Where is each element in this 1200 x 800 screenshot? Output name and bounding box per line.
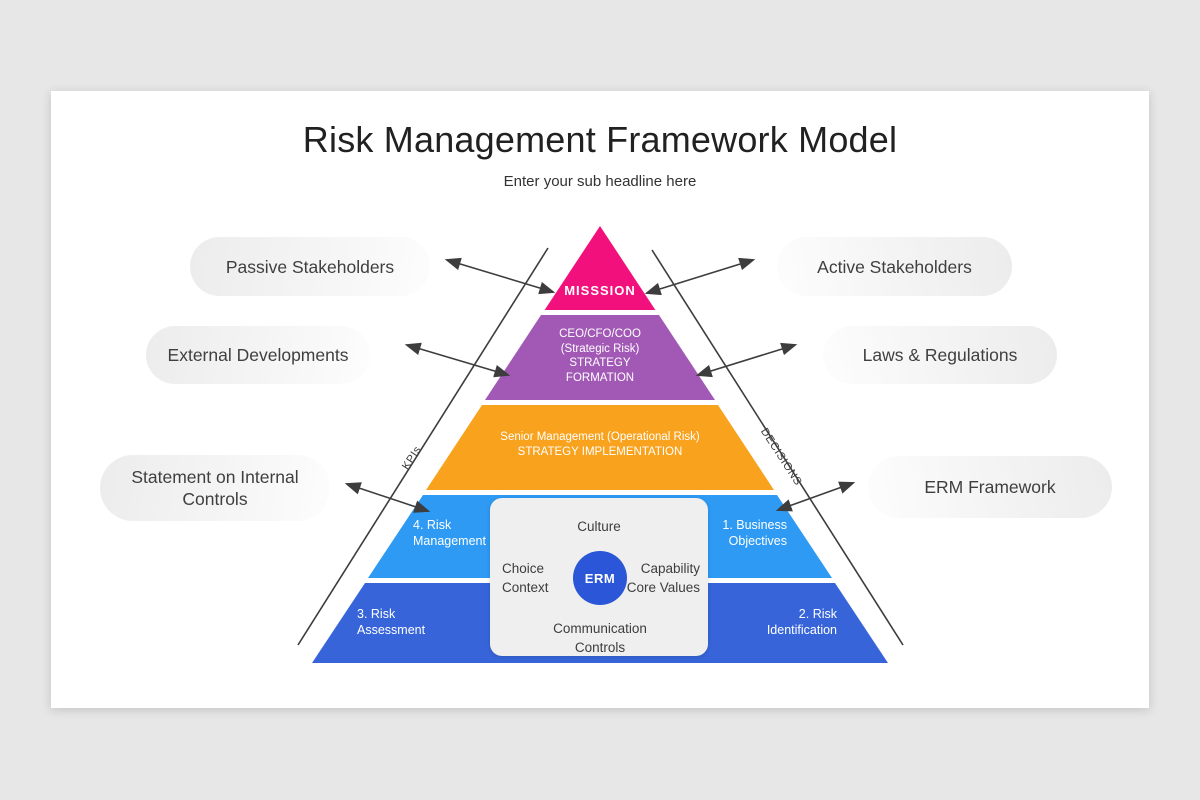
pyramid-label-risk-identification: 2. Risk Identification	[707, 607, 837, 638]
core-capability-line: Capability	[640, 561, 700, 576]
callout-active-stakeholders-label: Active Stakeholders	[817, 256, 972, 277]
strategy-formation-line1: CEO/CFO/COO	[559, 328, 641, 340]
core-choice-line: Choice	[502, 561, 545, 576]
arrow-external-developments	[404, 342, 511, 378]
core-controls-line: Controls	[574, 640, 626, 655]
risk-identification-line1: 2. Risk	[798, 607, 837, 621]
callout-passive-stakeholders-label: Passive Stakeholders	[225, 256, 395, 277]
core-communication-controls-label: Communication Controls	[530, 619, 670, 657]
statement-line2: Controls	[182, 489, 248, 509]
callout-active-stakeholders: Active Stakeholders	[777, 237, 1012, 296]
pyramid-level-strategy-formation-shape	[485, 315, 715, 400]
pyramid-label-strategy-formation: CEO/CFO/COO (Strategic Risk) STRATEGY FO…	[510, 327, 690, 385]
pyramid-label-risk-management: 4. Risk Management	[413, 518, 486, 549]
core-capability-values-label: Capability Core Values	[600, 559, 700, 597]
core-culture-label: Culture	[577, 519, 621, 534]
arrow-statement-internal-controls	[344, 482, 431, 513]
core-choice-context-label: Choice Context	[502, 559, 549, 597]
risk-management-line1: 4. Risk	[413, 518, 452, 532]
statement-line1: Statement on Internal	[131, 467, 299, 487]
kpis-axis-line	[297, 247, 549, 646]
business-objectives-line2: Objectives	[728, 533, 787, 548]
callout-passive-stakeholders: Passive Stakeholders	[190, 237, 430, 296]
strategy-implementation-line1: Senior Management (Operational Risk)	[500, 431, 700, 443]
erm-circle: ERM	[573, 551, 627, 605]
callout-external-developments-label: External Developments	[167, 345, 349, 365]
arrow-laws-regulations	[695, 342, 798, 378]
core-values-line: Core Values	[626, 580, 700, 595]
callout-external-developments: External Developments	[146, 326, 370, 384]
core-communication-line: Communication	[553, 621, 647, 636]
pyramid-label-risk-assessment: 3. Risk Assessment	[357, 607, 425, 638]
arrow-active-stakeholders	[644, 257, 756, 296]
arrow-passive-stakeholders	[444, 257, 556, 295]
pyramid-label-strategy-implementation: Senior Management (Operational Risk) STR…	[440, 430, 760, 459]
callout-statement-internal-controls-label: Statement on Internal Controls	[131, 466, 298, 510]
business-objectives-line1: 1. Business	[722, 518, 787, 532]
risk-management-line2: Management	[413, 533, 486, 548]
strategy-implementation-line2: STRATEGY IMPLEMENTATION	[517, 445, 683, 458]
callout-laws-regulations-label: Laws & Regulations	[862, 345, 1018, 365]
pyramid-level-mission-shape	[544, 226, 656, 310]
risk-assessment-line2: Assessment	[357, 622, 426, 637]
risk-assessment-line1: 3. Risk	[357, 607, 396, 621]
pyramid-level-strategy-implementation-shape	[426, 405, 774, 490]
page-subtitle: Enter your sub headline here	[503, 173, 697, 190]
page-title: Risk Management Framework Model	[302, 119, 898, 160]
callout-statement-internal-controls: Statement on Internal Controls	[100, 455, 330, 521]
pyramid-label-business-objectives: 1. Business Objectives	[677, 518, 787, 549]
callout-erm-framework: ERM Framework	[868, 456, 1112, 518]
callout-erm-framework-label: ERM Framework	[924, 477, 1056, 497]
core-context-line: Context	[502, 580, 549, 595]
risk-identification-line2: Identification	[766, 622, 837, 637]
callout-laws-regulations: Laws & Regulations	[823, 326, 1057, 384]
decisions-axis-line	[651, 249, 904, 646]
strategy-formation-line2: (Strategic Risk)	[560, 342, 640, 355]
erm-circle-label: ERM	[584, 570, 616, 586]
strategy-formation-line4: FORMATION	[565, 371, 635, 384]
arrow-erm-framework	[775, 481, 856, 512]
strategy-formation-line3: STRATEGY	[569, 357, 631, 370]
pyramid-label-mission: MISSSION	[564, 283, 636, 298]
